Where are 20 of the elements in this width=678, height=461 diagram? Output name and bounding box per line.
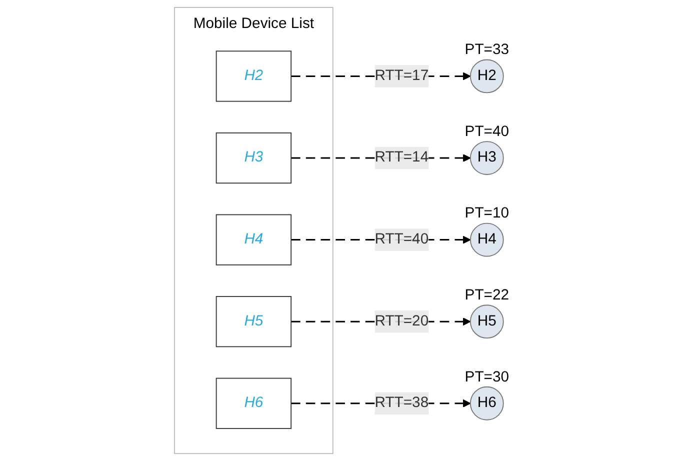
- node-label: PT=22: [464, 288, 510, 304]
- node-box: H3: [216, 132, 292, 184]
- edge-label: RTT=14: [374, 150, 429, 166]
- node-box: H4: [216, 214, 292, 266]
- node-circle: H2: [470, 59, 504, 94]
- node-label: PT=33: [464, 42, 510, 58]
- edge-label: RTT=38: [374, 395, 429, 411]
- node-box: H2: [216, 50, 292, 102]
- edge-label: RTT=20: [374, 313, 429, 330]
- node-label: PT=30: [464, 369, 510, 386]
- node-label: PT=10: [464, 206, 510, 222]
- node-circle: H5: [470, 304, 504, 339]
- node-box: H5: [216, 296, 292, 348]
- node-label: PT=40: [464, 124, 510, 140]
- node-circle: H6: [470, 386, 504, 420]
- node-circle: H3: [470, 141, 504, 175]
- edge-label: RTT=17: [374, 68, 429, 84]
- node-box: H6: [216, 378, 292, 429]
- node-circle: H4: [470, 222, 504, 257]
- edge-label: RTT=40: [374, 231, 429, 248]
